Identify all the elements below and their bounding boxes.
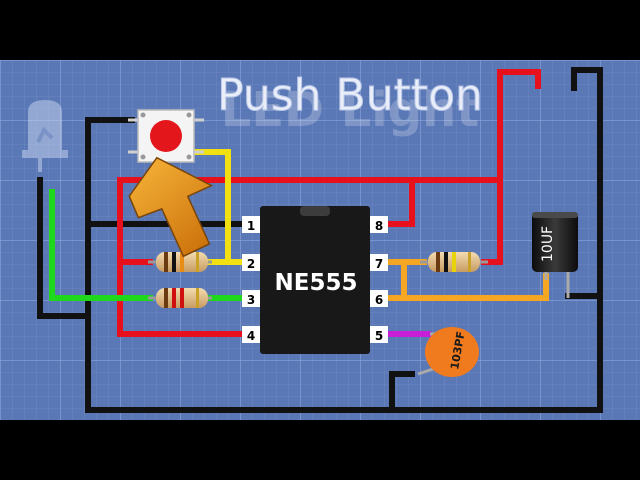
chip-pin-labels: 1 2 3 4 8 7 6 5 — [242, 216, 388, 343]
resistor-r1 — [148, 252, 212, 272]
pin-4: 4 — [247, 329, 255, 343]
page-title: Push Button — [217, 70, 483, 121]
resistor-r3 — [420, 252, 488, 272]
black-wire-ceramic — [389, 371, 415, 413]
pin-6: 6 — [375, 293, 383, 307]
red-wire-pin8 — [385, 177, 415, 227]
pin-1: 1 — [247, 219, 255, 233]
red-wire-left — [117, 177, 245, 337]
orange-wire — [385, 259, 407, 301]
red-wire-r3 — [481, 177, 503, 265]
pin-2: 2 — [247, 257, 255, 271]
pin-8: 8 — [375, 219, 383, 233]
red-wire-top — [117, 69, 541, 183]
yellow-wire — [193, 149, 245, 265]
black-wire-left-stub — [37, 177, 91, 319]
pin-5: 5 — [375, 329, 383, 343]
orange-wire-cap — [401, 273, 549, 301]
led-icon — [22, 100, 68, 172]
ghost-title: LED Light — [221, 82, 479, 138]
ceramic-capacitor: 103PF — [417, 327, 479, 377]
up-left-arrow-icon — [128, 156, 214, 258]
green-wire — [49, 189, 153, 301]
pin-3: 3 — [247, 293, 255, 307]
chip-label: NE555 — [275, 270, 358, 296]
black-wire-main — [85, 67, 603, 413]
capacitor-electrolytic-label: 10UF — [540, 226, 556, 262]
push-button[interactable] — [128, 109, 204, 163]
pin-7: 7 — [375, 257, 383, 271]
resistor-r2 — [148, 288, 212, 308]
ne555-chip: NE555 — [260, 206, 370, 354]
electrolytic-capacitor: 10UF — [532, 212, 578, 298]
